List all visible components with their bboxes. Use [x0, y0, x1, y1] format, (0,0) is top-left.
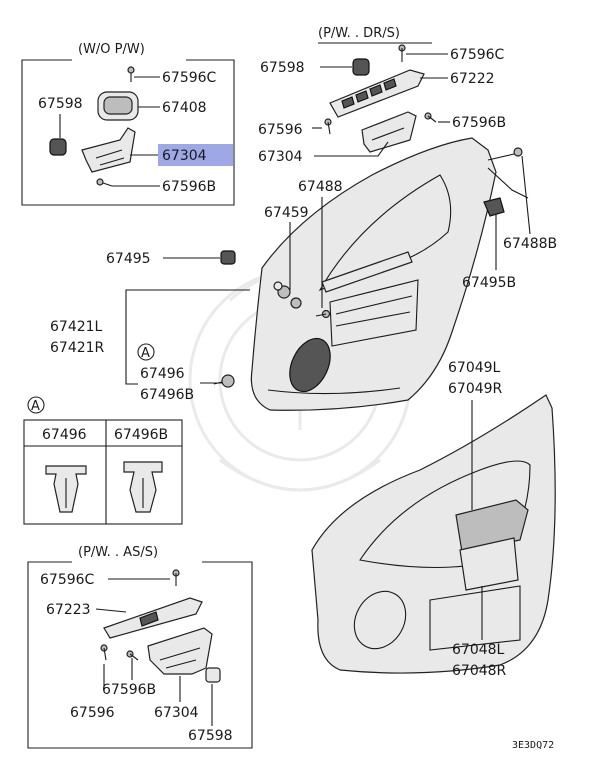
diagram-code: 3E3DQ72: [512, 740, 554, 751]
label-67598-dr: 67598: [260, 60, 305, 76]
clip-67496-door: [213, 374, 235, 388]
wo-pw-header: (W/O P/W): [78, 42, 145, 57]
label-67495: 67495: [106, 251, 151, 267]
bracket-67304-as: [147, 627, 213, 675]
label-67049r: 67049R: [448, 381, 503, 397]
label-67596b-as: 67596B: [102, 682, 156, 698]
clip-67495: [220, 250, 236, 265]
label-67304-as: 67304: [154, 705, 199, 721]
screw-67596-dr: [324, 118, 332, 135]
screw-67488: [315, 309, 331, 319]
screw-67596c-dr: [398, 44, 406, 62]
label-67049l: 67049L: [448, 360, 501, 376]
clip-67598-dr: [352, 58, 370, 76]
wo-pw-box: (W/O P/W) 67596C 67408 67598 67304: [21, 42, 235, 206]
label-67596c-wo: 67596C: [162, 70, 217, 86]
label-67596b-dr: 67596B: [452, 115, 506, 131]
callout-a-text: A: [141, 346, 150, 361]
switch-panel-67222: [329, 69, 425, 118]
label-67495b: 67495B: [462, 275, 516, 291]
label-67421r: 67421R: [50, 340, 105, 356]
pw-dr-group: (P/W. . DR/S) 67598 67596C 67222 67596: [258, 26, 506, 165]
door-trim-upper: [250, 137, 497, 411]
label-67488b: 67488B: [503, 236, 557, 252]
label-67222: 67222: [450, 71, 495, 87]
pw-as-header: (P/W. . AS/S): [78, 545, 158, 560]
screw-67596b-a: [96, 178, 113, 187]
clip-67598-as: [205, 667, 221, 683]
label-67488: 67488: [298, 179, 343, 195]
screw-67596b-as: [126, 650, 139, 661]
highlight-67304: [158, 144, 233, 166]
pocket-67048: [459, 537, 519, 591]
clip-table-col2: 67496B: [114, 427, 168, 443]
door-trim-lower: [311, 394, 556, 674]
screw-67596c-as: [172, 569, 180, 586]
label-67408: 67408: [162, 100, 207, 116]
clip-67495b: [483, 197, 505, 217]
switch-panel-67223: [103, 597, 203, 639]
label-67223: 67223: [46, 602, 91, 618]
label-67598-as: 67598: [188, 728, 233, 744]
label-67304-wo: 67304: [162, 148, 207, 164]
clip-table-col1: 67496: [42, 427, 87, 443]
label-67048l: 67048L: [452, 642, 505, 658]
clip-67496b-drawing: [123, 461, 163, 513]
screw-67596c-a: [127, 66, 135, 82]
callout-a-marker: [137, 343, 155, 361]
label-67596c-as: 67596C: [40, 572, 95, 588]
pw-dr-header: (P/W. . DR/S): [318, 26, 400, 41]
label-67496b: 67496B: [140, 387, 194, 403]
screw-67596-as: [100, 644, 108, 661]
label-67304-dr: 67304: [258, 149, 303, 165]
screw-67488b: [487, 147, 523, 161]
clip-67598-wo: [49, 138, 67, 156]
label-67596b-wo: 67596B: [162, 179, 216, 195]
bracket-67304-wo: [81, 127, 136, 173]
label-67496: 67496: [140, 366, 185, 382]
screw-67596b-dr: [424, 112, 437, 123]
label-67459: 67459: [264, 205, 309, 221]
label-67421l: 67421L: [50, 319, 103, 335]
label-67048r: 67048R: [452, 663, 507, 679]
label-67596-dr: 67596: [258, 122, 303, 138]
clip-67496-drawing: [45, 465, 87, 513]
label-67596-as: 67596: [70, 705, 115, 721]
bracket-67304-dr: [361, 111, 417, 153]
handle-cup-67408: [97, 91, 139, 121]
clip-table: A 67496 67496B: [23, 396, 183, 525]
label-67598-wo: 67598: [38, 96, 83, 112]
clip-table-marker: A: [31, 399, 40, 414]
label-67596c-dr: 67596C: [450, 47, 505, 63]
pw-as-box: (P/W. . AS/S) 67596C 67223 67596 67596B: [27, 545, 253, 749]
